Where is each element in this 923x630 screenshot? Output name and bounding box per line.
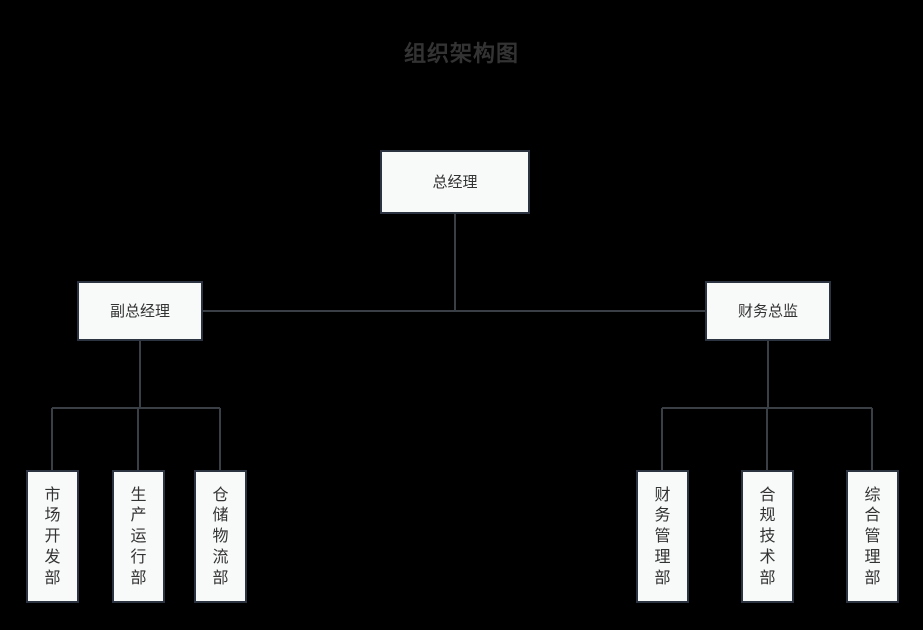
org-node-label: 财务总监 <box>737 301 798 320</box>
org-node-market[interactable]: 市场开发部 <box>26 470 79 603</box>
org-node-label: 生产运行部 <box>130 484 147 587</box>
org-node-label: 仓储物流部 <box>212 484 229 587</box>
org-node-general[interactable]: 综合管理部 <box>846 470 899 603</box>
org-node-ceo[interactable]: 总经理 <box>380 150 530 214</box>
org-node-label: 合规技术部 <box>759 484 776 587</box>
org-node-label: 市场开发部 <box>44 484 61 587</box>
org-node-label: 财务管理部 <box>654 484 671 587</box>
org-node-cfo[interactable]: 财务总监 <box>705 281 831 341</box>
org-node-production[interactable]: 生产运行部 <box>112 470 165 603</box>
org-node-label: 副总经理 <box>109 301 170 320</box>
org-node-warehouse[interactable]: 仓储物流部 <box>194 470 247 603</box>
org-node-vp[interactable]: 副总经理 <box>77 281 203 341</box>
org-node-compliance[interactable]: 合规技术部 <box>741 470 794 603</box>
org-node-finance[interactable]: 财务管理部 <box>636 470 689 603</box>
org-node-label: 总经理 <box>432 172 478 191</box>
page-title: 组织架构图 <box>403 42 519 67</box>
org-node-label: 综合管理部 <box>864 484 881 587</box>
